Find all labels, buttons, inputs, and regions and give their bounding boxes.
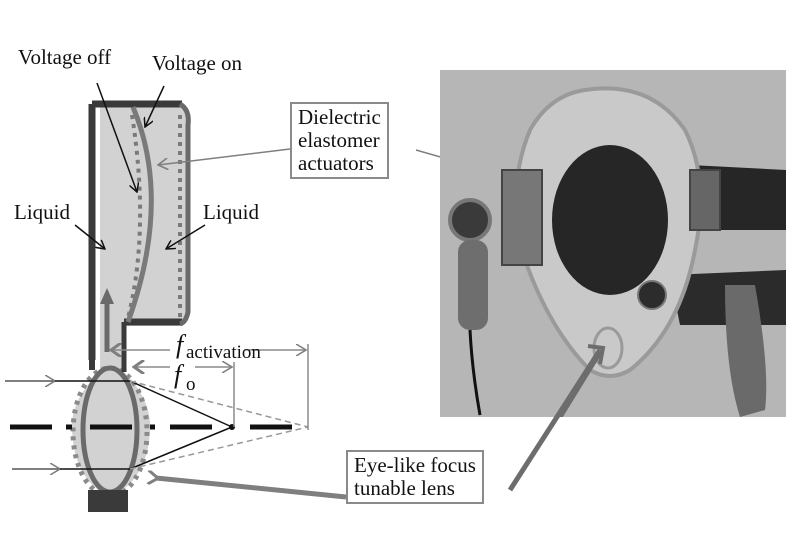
light-rays [5, 381, 309, 469]
f-o-subscript: o [186, 374, 196, 395]
label-liquid-right: Liquid [203, 200, 259, 224]
device-photo-illustration [440, 70, 786, 492]
label-voltage-off: Voltage off [18, 45, 112, 69]
dea-line-3: actuators [298, 151, 374, 175]
label-liquid-left: Liquid [14, 200, 70, 224]
f-o-symbol: f [174, 360, 182, 389]
lens-line-1: Eye-like focus [354, 453, 476, 477]
focal-length-markers [113, 344, 309, 430]
upper-chamber [88, 100, 191, 362]
device-photo [440, 70, 786, 492]
dea-line-2: elastomer [298, 128, 380, 152]
dea-callout-box: Dielectric elastomer actuators [290, 102, 389, 179]
label-voltage-on: Voltage on [152, 51, 243, 75]
f-activation-symbol: f [176, 330, 184, 359]
dea-line-1: Dielectric [298, 105, 381, 129]
f-activation-subscript: activation [186, 342, 261, 363]
lens-line-2: tunable lens [354, 476, 455, 500]
lens-callout-box: Eye-like focus tunable lens [346, 450, 484, 504]
